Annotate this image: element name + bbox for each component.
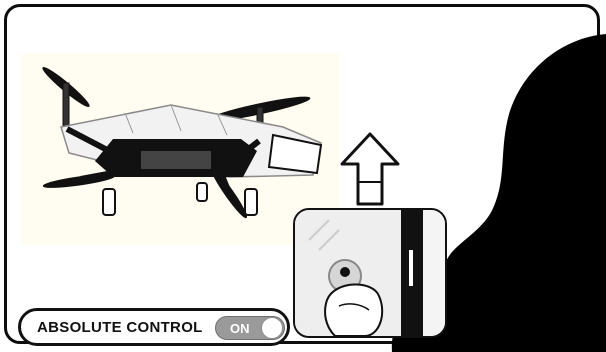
tilt-forward-arrow-icon <box>338 130 402 208</box>
thumb-on-joystick-icon <box>295 210 445 336</box>
absolute-control-toggle[interactable]: ON <box>215 316 285 340</box>
toggle-knob[interactable] <box>261 317 283 339</box>
absolute-control-setting: ABSOLUTE CONTROL ON <box>18 308 290 346</box>
phone-closeup-inset <box>293 208 447 338</box>
absolute-control-label: ABSOLUTE CONTROL <box>37 319 203 336</box>
toggle-state-text: ON <box>230 321 250 336</box>
